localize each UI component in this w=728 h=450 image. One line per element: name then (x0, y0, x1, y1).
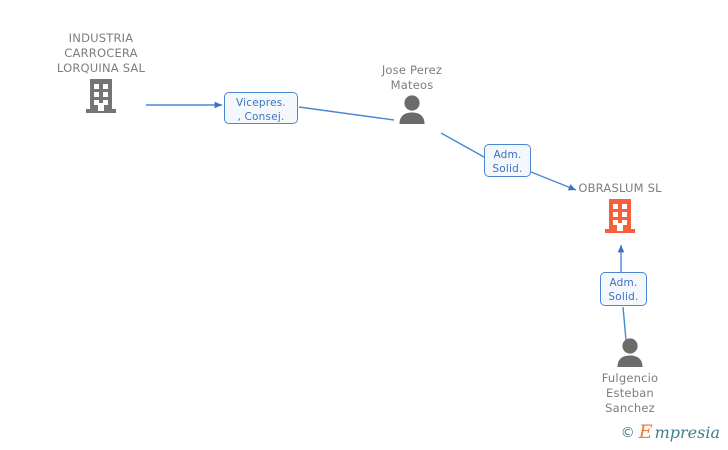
node-person-fulgencio-esteban-sanchez[interactable]: Fulgencio Esteban Sanchez (555, 336, 705, 416)
brand-name: mpresia (654, 422, 720, 442)
edge-label-adm-solid-fulgencio[interactable]: Adm. Solid. (600, 272, 647, 306)
node-company-obraslum-sl[interactable]: OBRASLUM SL (545, 181, 695, 234)
edge-label-vicepres-consej[interactable]: Vicepres. , Consej. (224, 92, 298, 124)
node-label-company: OBRASLUM SL (578, 181, 662, 195)
copyright-symbol: © (620, 424, 635, 441)
empresia-watermark: © E mpresia (621, 423, 720, 442)
person-icon (399, 95, 425, 124)
person-icon (617, 338, 643, 367)
office-building-icon (86, 79, 116, 113)
node-label-company: INDUSTRIA CARROCERA LORQUINA SAL (56, 31, 146, 75)
brand-initial: E (638, 421, 653, 443)
node-label-person: Fulgencio Esteban Sanchez (601, 371, 659, 415)
edge-label-adm-solid-jose[interactable]: Adm. Solid. (484, 144, 531, 177)
node-company-industria-carrocera-lorquina[interactable]: INDUSTRIA CARROCERA LORQUINA SAL (26, 31, 176, 114)
office-building-icon (605, 199, 635, 233)
node-person-jose-perez-mateos[interactable]: Jose Perez Mateos (337, 63, 487, 125)
node-label-person: Jose Perez Mateos (381, 63, 443, 92)
